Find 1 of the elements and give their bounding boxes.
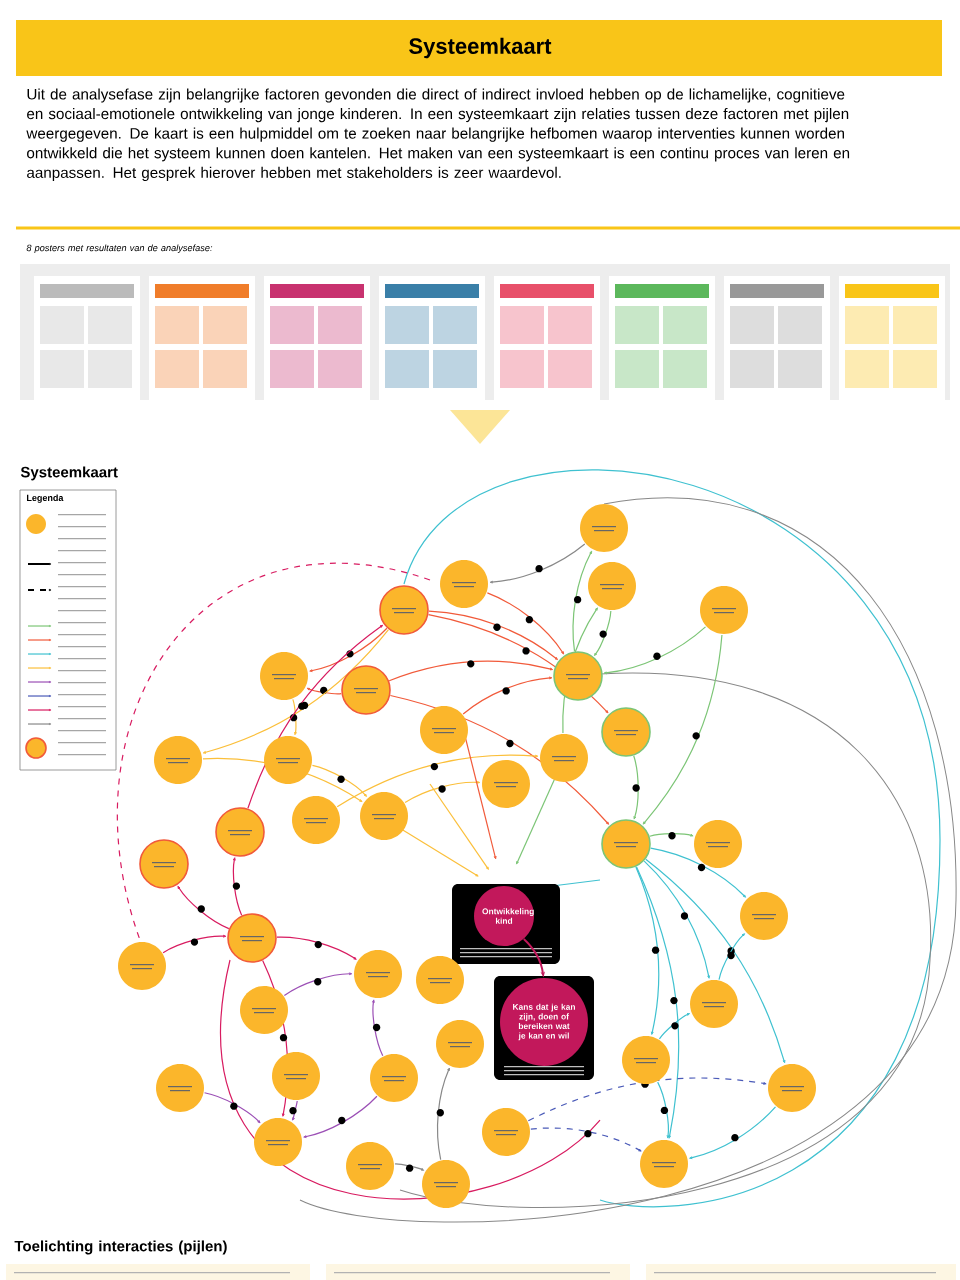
title-banner: Systeemkaart xyxy=(16,20,942,76)
